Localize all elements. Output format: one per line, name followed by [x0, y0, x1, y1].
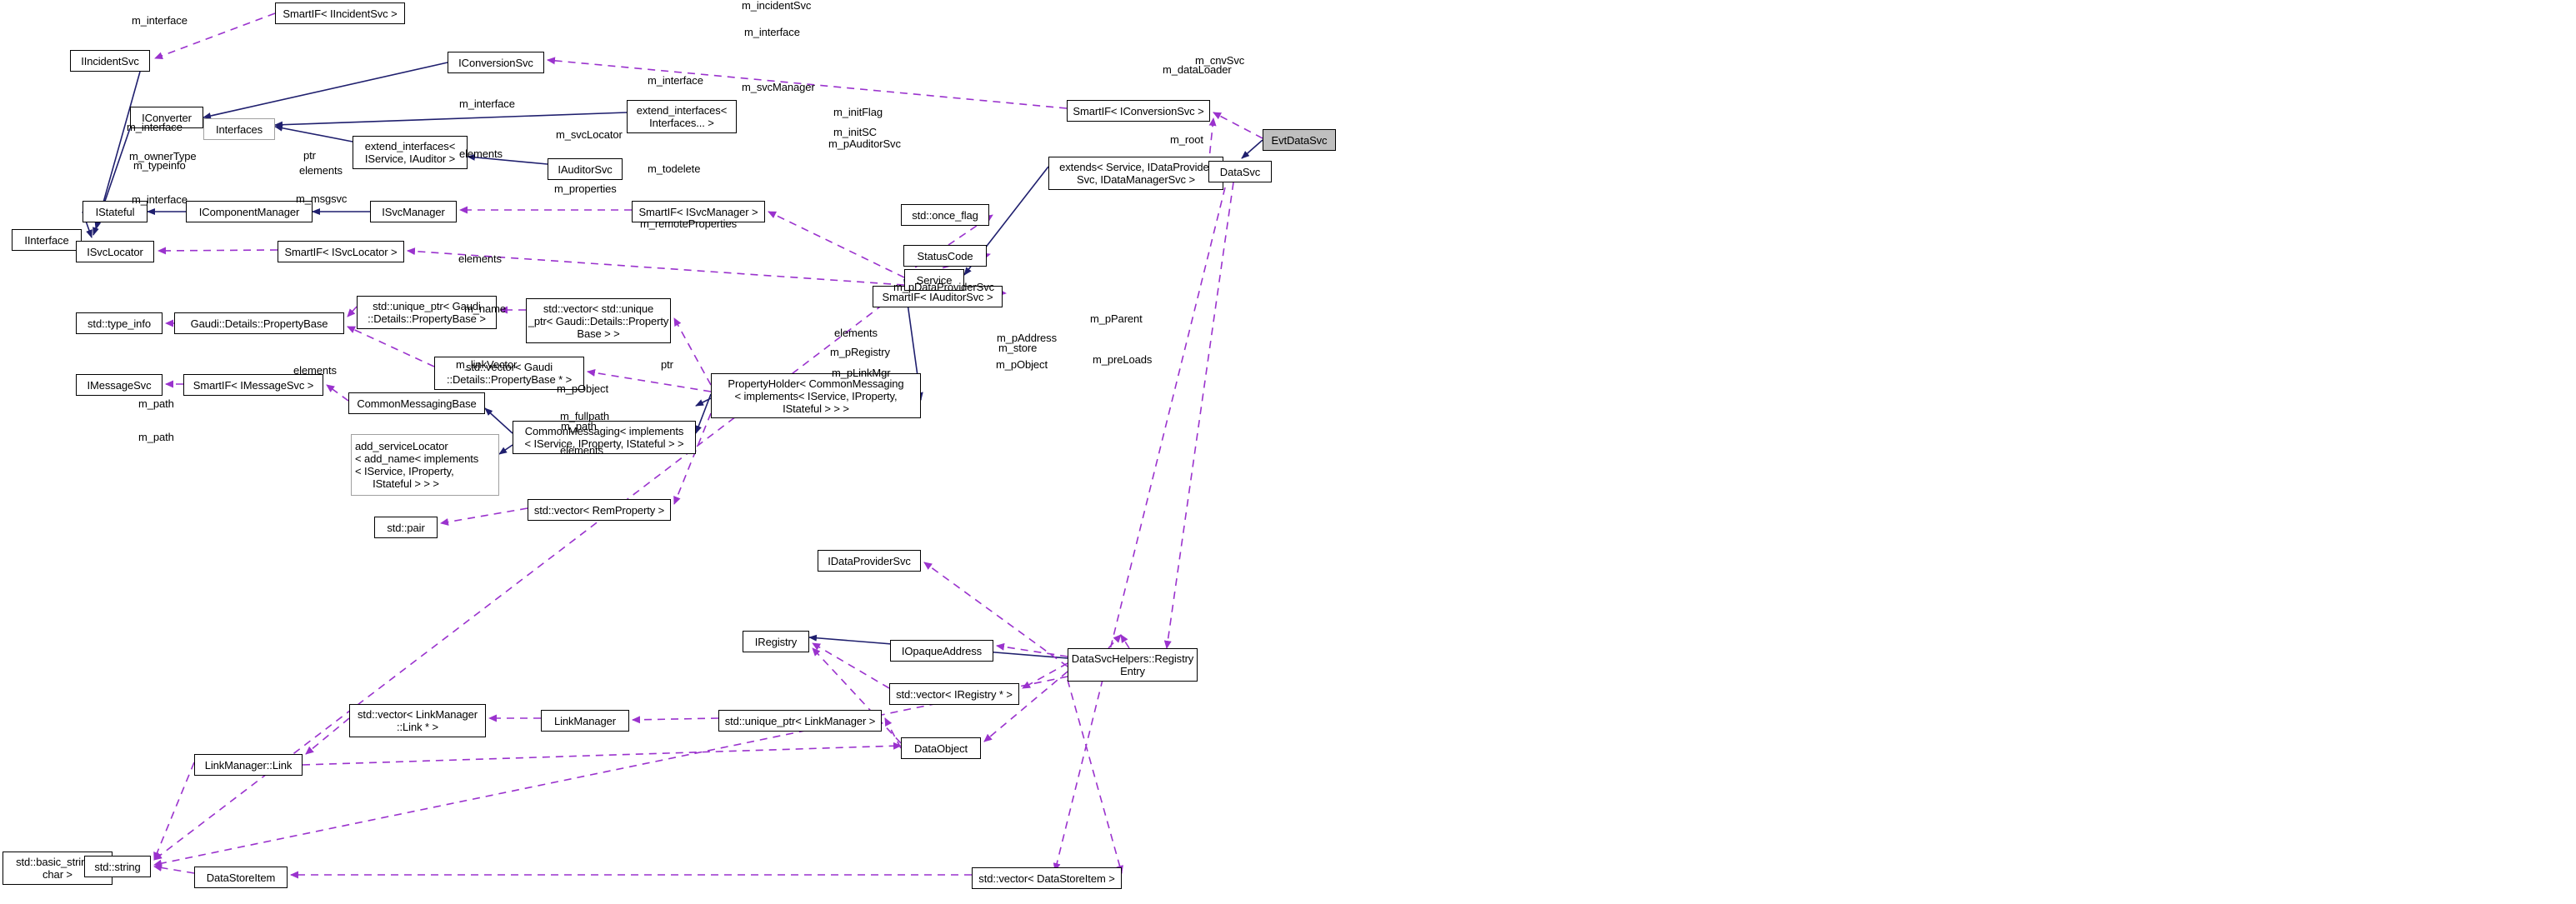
edge-label-l33: m_preLoads	[1093, 353, 1153, 366]
class-node-PropertyHolder[interactable]: PropertyHolder< CommonMessaging < implem…	[711, 373, 921, 418]
edge-label-l36: ptr	[661, 358, 673, 371]
class-node-StatusCode[interactable]: StatusCode	[903, 245, 987, 267]
class-node-once_flag[interactable]: std::once_flag	[901, 204, 989, 226]
class-node-IOpaqueAddress[interactable]: IOpaqueAddress	[890, 640, 993, 662]
edge-label-l20: m_todelete	[648, 162, 701, 175]
class-node-IDataProviderSvc[interactable]: IDataProviderSvc	[818, 550, 921, 572]
edge-label-l44: elements	[560, 444, 603, 457]
class-node-IStateful[interactable]: IStateful	[83, 201, 148, 222]
edge-label-l39: m_pObject	[557, 382, 608, 395]
edge-label-l9: m_initFlag	[833, 106, 883, 118]
class-node-EvtDataSvc[interactable]: EvtDataSvc	[1263, 129, 1336, 151]
edge-label-l24: m_remoteProperties	[640, 217, 737, 230]
edge-label-l30: m_pAddress	[997, 332, 1057, 344]
class-node-unique_ptr_PropBase[interactable]: std::unique_ptr< Gaudi ::Details::Proper…	[357, 296, 497, 329]
class-node-SmartIF_IMessageSvc[interactable]: SmartIF< IMessageSvc >	[183, 374, 323, 396]
edge-label-l2: m_interface	[132, 14, 188, 27]
class-node-std_string[interactable]: std::string	[84, 856, 151, 877]
edge-label-l42: m_path	[561, 420, 597, 432]
class-node-RegistryEntry[interactable]: DataSvcHelpers::Registry Entry	[1068, 648, 1198, 682]
class-node-IInterface[interactable]: IInterface	[12, 229, 82, 251]
edge-label-l34: elements	[293, 364, 337, 377]
edge-label-l26: m_pDataProviderSvc	[893, 281, 995, 293]
class-node-vector_RemProperty[interactable]: std::vector< RemProperty >	[528, 499, 671, 521]
edge-label-l23: m_msgsvc	[296, 192, 348, 205]
class-node-SmartIF_ISvcManager[interactable]: SmartIF< ISvcManager >	[632, 201, 765, 222]
class-node-Service[interactable]: Service	[904, 269, 964, 291]
class-node-ISvcManager[interactable]: ISvcManager	[370, 201, 457, 222]
class-node-IRegistry[interactable]: IRegistry	[743, 631, 809, 652]
class-node-Interfaces[interactable]: Interfaces	[203, 118, 275, 140]
class-node-CommonMessaging_impl[interactable]: CommonMessaging< implements < IService, …	[513, 421, 696, 454]
class-node-vector_unique_PropBase[interactable]: std::vector< std::unique _ptr< Gaudi::De…	[526, 298, 671, 343]
class-node-add_serviceLocator[interactable]: add_serviceLocator < add_name< implement…	[351, 434, 499, 496]
class-node-type_info[interactable]: std::type_info	[76, 312, 163, 334]
class-node-CommonMessagingBase[interactable]: CommonMessagingBase	[348, 392, 485, 414]
class-node-unique_ptr_LinkMgr[interactable]: std::unique_ptr< LinkManager >	[718, 710, 882, 732]
class-node-LinkManager[interactable]: LinkManager	[541, 710, 629, 732]
edge-label-l22: m_interface	[132, 193, 188, 206]
edge-label-l37: m_pObject	[996, 358, 1048, 371]
edge-label-l14: m_root	[1170, 133, 1203, 146]
class-node-DataStoreItem[interactable]: DataStoreItem	[194, 867, 288, 888]
edge-label-l41: m_fullpath	[560, 410, 609, 422]
edge-label-l4: m_cnvSvc	[1195, 54, 1245, 67]
class-node-SmartIF_ISvcLocator[interactable]: SmartIF< ISvcLocator >	[278, 241, 404, 262]
class-node-SmartIF_IConversionSvc[interactable]: SmartIF< IConversionSvc >	[1067, 100, 1210, 122]
class-node-IAuditorSvc[interactable]: IAuditorSvc	[548, 158, 623, 180]
edge-label-l16: ptr	[303, 149, 316, 162]
edge-label-l43: m_path	[138, 431, 174, 443]
edge-label-l11: m_initSC	[833, 126, 877, 138]
class-node-IIncidentSvc[interactable]: IIncidentSvc	[70, 50, 150, 72]
class-node-extend_ifaces_var[interactable]: extend_interfaces< Interfaces... >	[627, 100, 737, 133]
class-node-vector_LinkPtr[interactable]: std::vector< LinkManager ::Link * >	[349, 704, 486, 737]
class-node-vector_PropBasePtr[interactable]: std::vector< Gaudi ::Details::PropertyBa…	[434, 357, 584, 390]
class-node-LinkManagerLink[interactable]: LinkManager::Link	[194, 754, 303, 776]
edge-label-l18: m_typeinfo	[133, 159, 186, 172]
class-node-IMessageSvc[interactable]: IMessageSvc	[76, 374, 163, 396]
edge-label-l32: m_pRegistry	[830, 346, 890, 358]
edge-label-l15: m_ownerType	[129, 150, 197, 162]
class-node-IConverter[interactable]: IConverter	[130, 107, 203, 128]
class-node-extends_Service[interactable]: extends< Service, IDataProvider Svc, IDa…	[1048, 157, 1223, 190]
edge-label-l3: m_interface	[744, 26, 800, 38]
edge-label-l29: elements	[834, 327, 878, 339]
edge-label-l27: m_name	[464, 302, 506, 315]
class-node-PropertyBase[interactable]: Gaudi::Details::PropertyBase	[174, 312, 344, 334]
class-node-SmartIF_IIncidentSvc[interactable]: SmartIF< IIncidentSvc >	[275, 2, 405, 24]
edge-label-l13: m_svcLocator	[556, 128, 623, 141]
edge-label-l28: m_pParent	[1090, 312, 1143, 325]
edge-label-l7: m_svcManager	[742, 81, 815, 93]
edge-label-l12: m_pAuditorSvc	[828, 137, 901, 150]
edge-label-l6: m_interface	[648, 74, 703, 87]
class-node-DataSvc[interactable]: DataSvc	[1208, 161, 1272, 182]
class-node-vector_DataStoreItem[interactable]: std::vector< DataStoreItem >	[972, 867, 1122, 889]
usage-edges	[153, 12, 1263, 879]
edge-label-l1: m_incidentSvc	[742, 0, 812, 12]
edge-label-l21: m_properties	[554, 182, 617, 195]
class-node-IConversionSvc[interactable]: IConversionSvc	[448, 52, 544, 73]
edge-label-l8: m_interface	[459, 97, 515, 110]
edge-label-l40: m_path	[138, 397, 174, 410]
edge-label-l19: elements	[299, 164, 343, 177]
class-node-extend_ifaces_SA[interactable]: extend_interfaces< IService, IAuditor >	[353, 136, 468, 169]
edge-label-l35: m_linkVector	[456, 358, 518, 371]
edge-label-l25: elements	[458, 252, 502, 265]
edge-label-l5: m_dataLoader	[1163, 63, 1232, 76]
class-node-vector_IRegistryPtr[interactable]: std::vector< IRegistry * >	[889, 683, 1019, 705]
class-node-SmartIF_IAuditorSvc[interactable]: SmartIF< IAuditorSvc >	[873, 286, 1003, 307]
edge-label-l31: m_store	[998, 342, 1038, 354]
edge-label-l17: elements	[459, 147, 503, 160]
class-node-std_pair[interactable]: std::pair	[374, 517, 438, 538]
class-node-IComponentManager[interactable]: IComponentManager	[186, 201, 313, 222]
class-node-DataObject[interactable]: DataObject	[901, 737, 981, 759]
edge-label-l38: m_pLinkMgr	[832, 367, 891, 379]
edge-label-l10: m_interface	[127, 121, 183, 133]
class-node-ISvcLocator[interactable]: ISvcLocator	[76, 241, 154, 262]
